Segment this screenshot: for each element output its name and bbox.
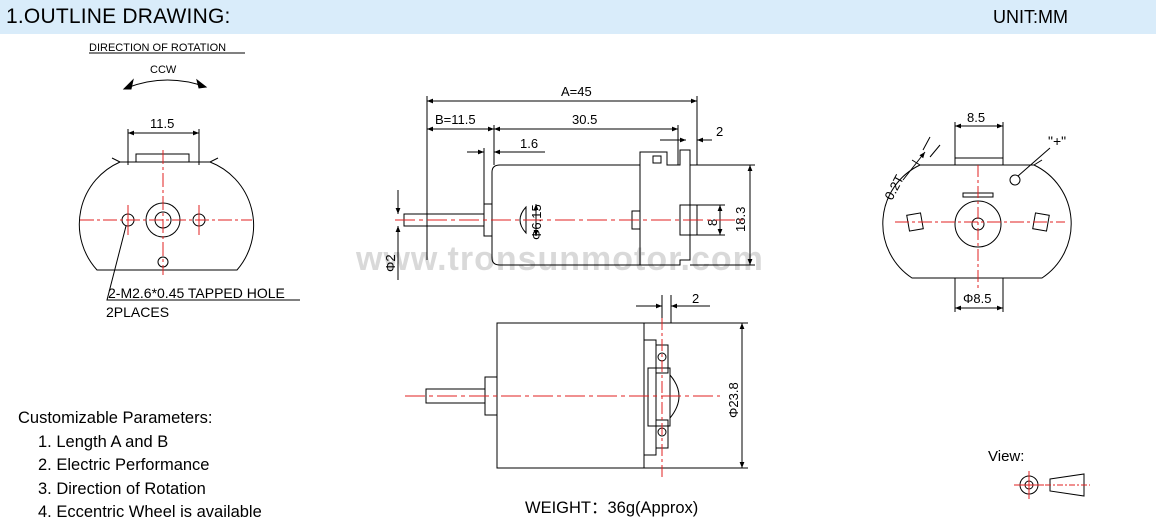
dim-shaft: Φ2	[383, 254, 398, 272]
dim-height: 18.3	[733, 207, 748, 232]
side-body-outline	[491, 149, 691, 266]
dim-terminal: 2	[716, 124, 723, 139]
dim-front-width: 11.5	[150, 116, 174, 131]
polarity-label: "+"	[1048, 133, 1066, 149]
rotation-title: DIRECTION OF ROTATION	[89, 42, 226, 54]
unit-label: UNIT:MM	[993, 7, 1068, 27]
rear-view: 8.5 0.2T "+" Φ8.5	[881, 110, 1072, 312]
customizable-parameters: Customizable Parameters: 1. Length A and…	[18, 407, 262, 525]
hole-note-line1: 2-M2.6*0.45 TAPPED HOLE	[108, 285, 285, 301]
hole-note-line2: 2PLACES	[106, 304, 169, 320]
dim-body: 30.5	[572, 112, 597, 127]
side-view: A=45 B=11.5 30.5 1.6 2 18.3	[383, 84, 755, 280]
weight-label: WEIGHT：36g(Approx)	[525, 499, 699, 517]
parameter-item: 2. Electric Performance	[38, 456, 210, 474]
rear-body-outline	[882, 157, 1072, 279]
parameter-item: 1. Length A and B	[38, 432, 169, 451]
top-dim-terminal: 2	[692, 291, 699, 306]
rear-dim-boss: Φ8.5	[963, 291, 991, 306]
dim-collar: 1.6	[520, 136, 538, 151]
rotation-label: CCW	[150, 64, 177, 76]
parameter-item: 4. Eccentric Wheel is available	[38, 503, 262, 521]
dim-b: B=11.5	[435, 112, 476, 127]
front-body-outline	[78, 153, 255, 271]
rotation-arrow	[123, 79, 207, 90]
header-bar: 1.OUTLINE DRAWING: UNIT:MM	[0, 0, 1156, 34]
dim-tab: 8	[705, 219, 720, 226]
page-title: 1.OUTLINE DRAWING:	[6, 5, 231, 28]
front-view: DIRECTION OF ROTATION CCW 11.5 2-M2.6*0.…	[78, 42, 300, 320]
rear-dim-top: 8.5	[967, 110, 985, 125]
view-label: View:	[988, 448, 1025, 465]
dim-bearing: Φ6.15	[529, 204, 544, 240]
projection-symbol	[1014, 471, 1090, 499]
top-dim-diameter: Φ23.8	[726, 382, 741, 418]
top-view: 2 Φ23.8	[405, 291, 748, 478]
parameter-item: 3. Direction of Rotation	[38, 479, 206, 498]
dim-a: A=45	[561, 84, 592, 99]
parameters-title: Customizable Parameters:	[18, 409, 213, 427]
watermark: www.tronsunmotor.com	[356, 240, 764, 278]
